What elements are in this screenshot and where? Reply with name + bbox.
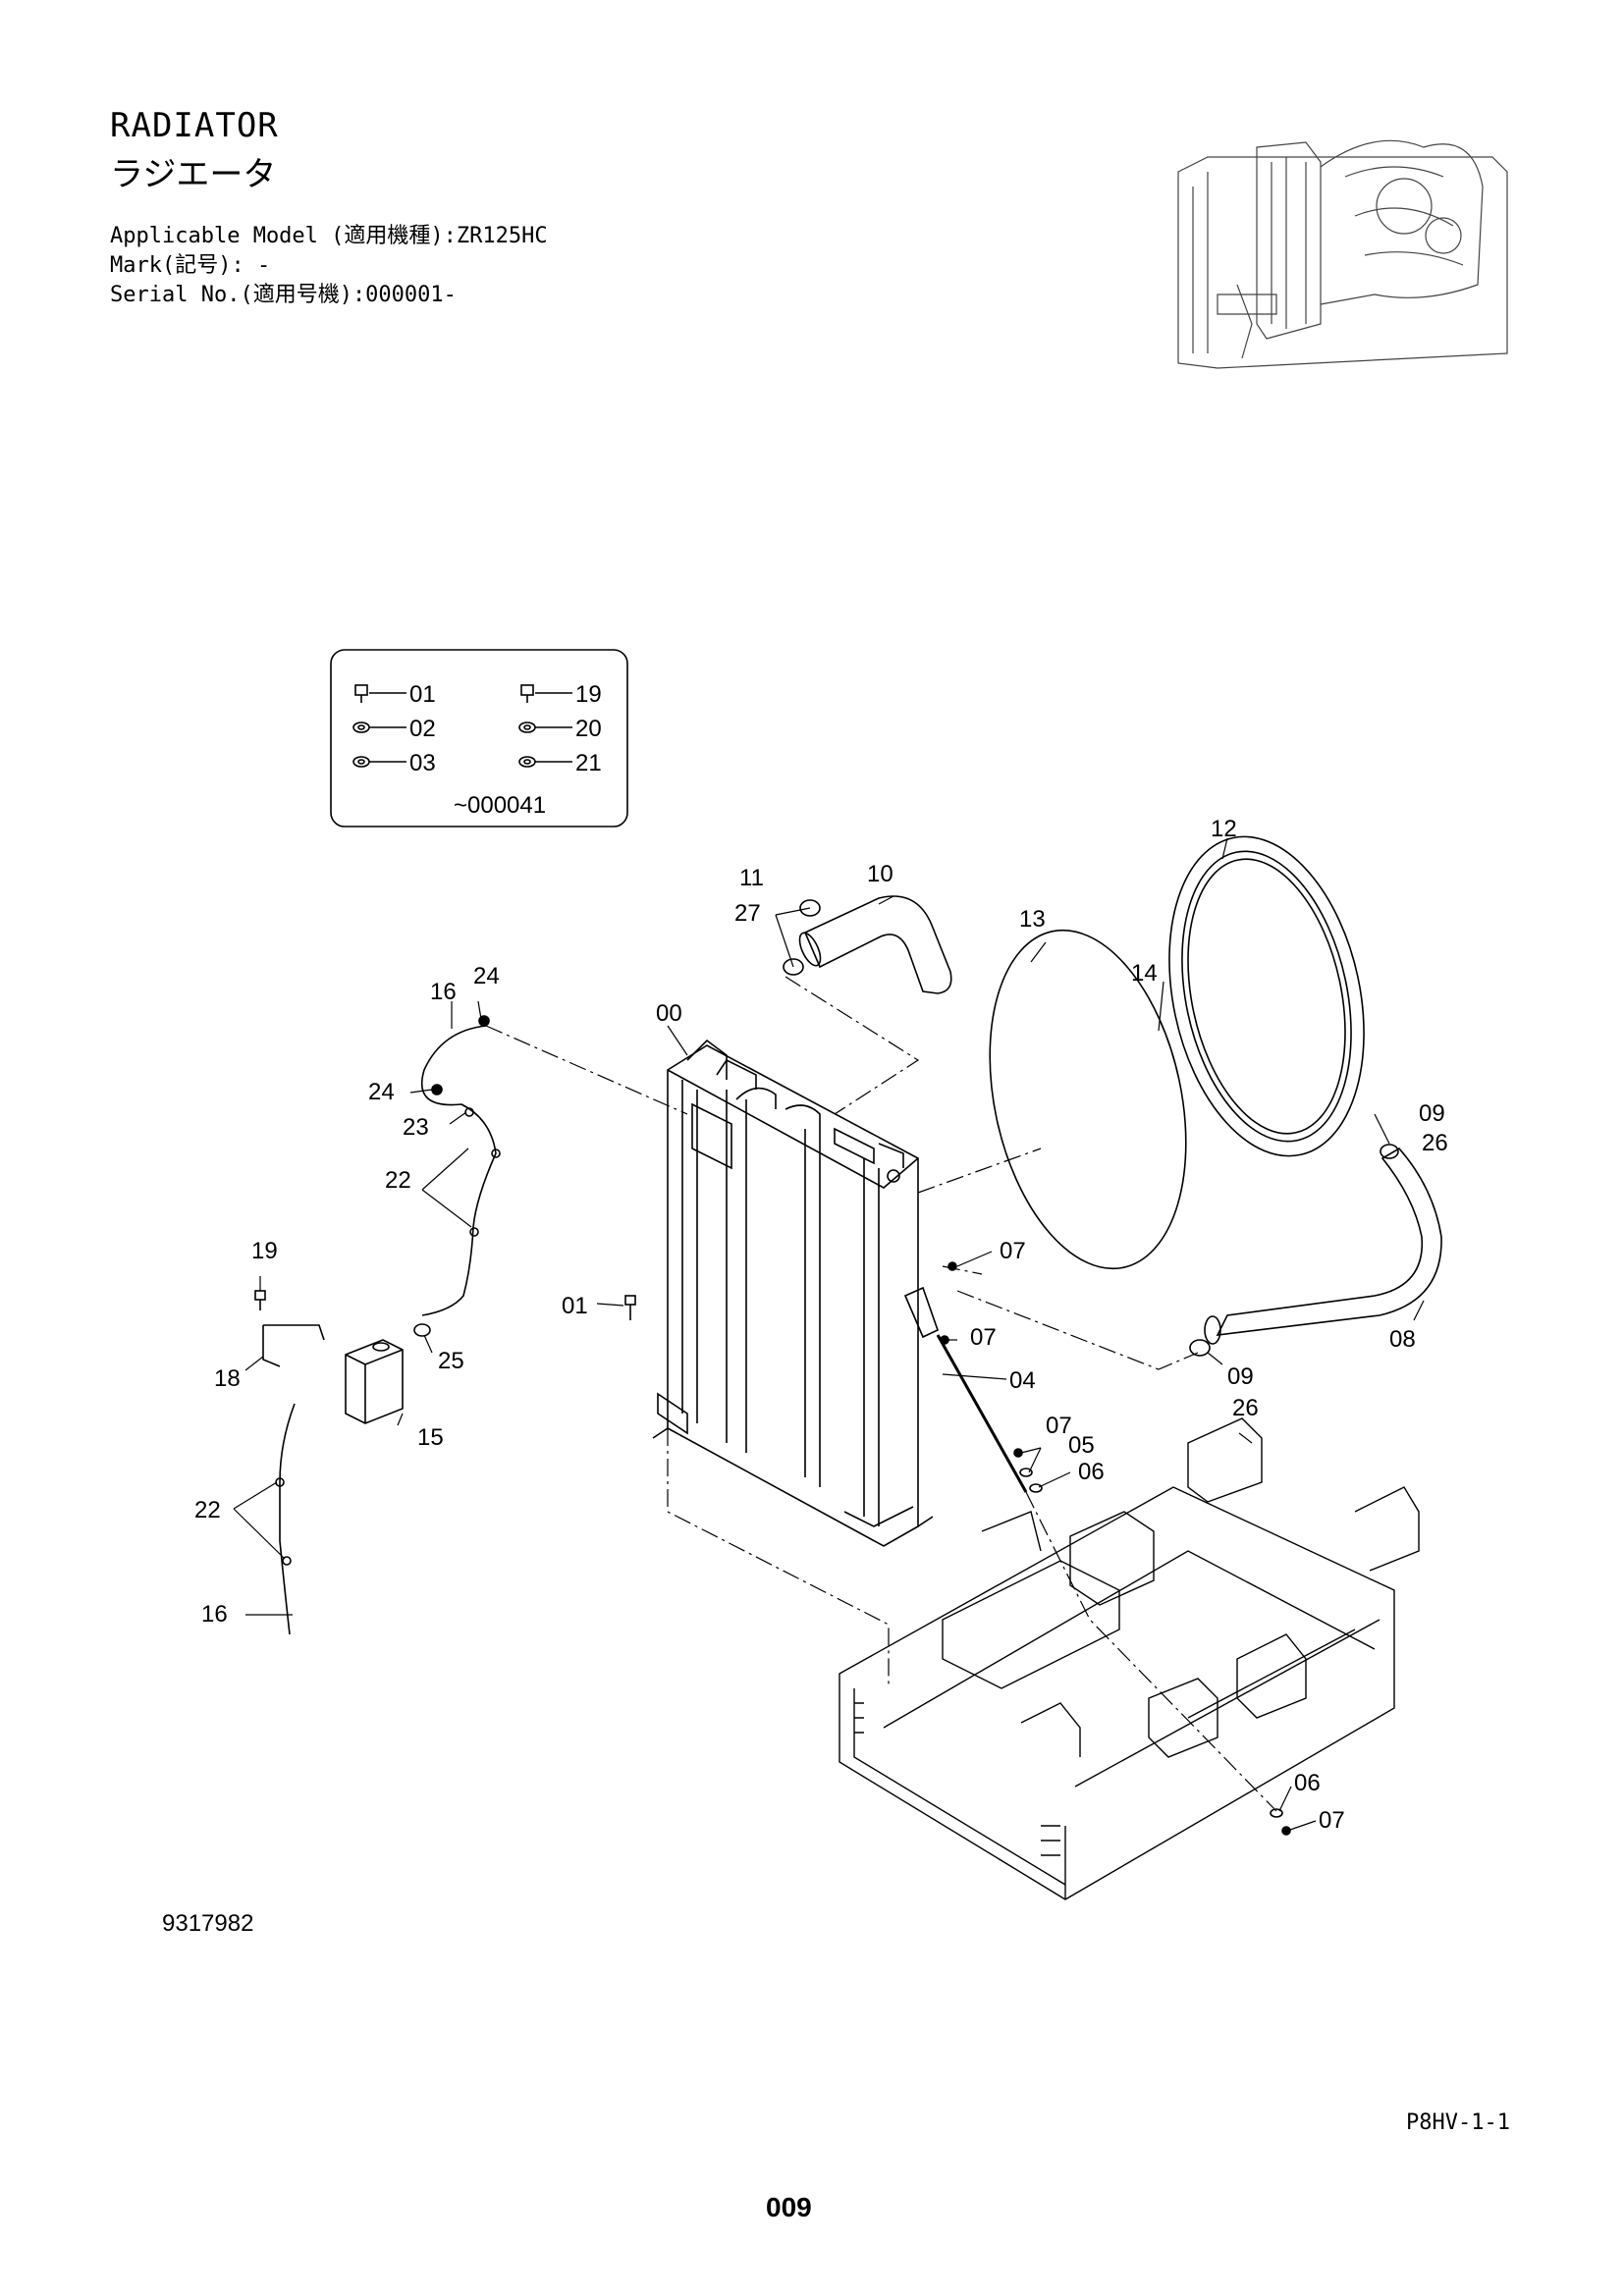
legend-labels: 01 02 03 19 20 21 ~000041: [409, 681, 602, 819]
callout-27: 27: [734, 900, 761, 927]
radiator-core: [652, 1039, 934, 1547]
callout-08: 08: [1389, 1326, 1416, 1353]
callout-07a: 07: [1000, 1238, 1026, 1264]
drawing-number: 9317982: [162, 1910, 254, 1937]
callout-22a: 22: [385, 1167, 411, 1194]
callout-26a: 26: [1422, 1130, 1448, 1156]
page-reference: P8HV-1-1: [1406, 2110, 1510, 2135]
machine-frame: [839, 1417, 1420, 1900]
legend-icons: [352, 684, 572, 768]
callout-18: 18: [214, 1365, 241, 1392]
callout-16b: 16: [201, 1601, 228, 1628]
legend-serial-range: ~000041: [454, 792, 546, 819]
legend-label-20: 20: [575, 716, 602, 742]
overview-thumbnail: [1177, 139, 1508, 369]
part-callouts: 00 01 04 05 06 06 07 07 07 07 08 09 09 1…: [194, 816, 1448, 1834]
fan-shroud: [1168, 835, 1365, 1157]
callout-09b: 09: [1227, 1363, 1254, 1390]
callout-05: 05: [1068, 1432, 1095, 1459]
legend-box: [330, 649, 628, 828]
callout-10: 10: [867, 861, 893, 887]
callout-06a: 06: [1078, 1459, 1105, 1485]
callout-26b: 26: [1232, 1395, 1259, 1421]
stay-rod: [903, 1261, 1291, 1836]
legend-label-03: 03: [409, 750, 436, 776]
legend-label-19: 19: [575, 681, 602, 708]
callout-07d: 07: [1319, 1807, 1345, 1834]
callout-09a: 09: [1419, 1100, 1445, 1127]
callout-12: 12: [1211, 816, 1237, 842]
upper-hose: [783, 895, 952, 994]
callout-01: 01: [562, 1293, 588, 1319]
callout-23: 23: [403, 1114, 429, 1141]
washer-tank: [254, 1290, 431, 1424]
callout-24b: 24: [368, 1079, 395, 1105]
lower-hose: [1189, 1144, 1442, 1357]
callout-14: 14: [1131, 960, 1158, 987]
legend-label-02: 02: [409, 716, 436, 742]
callout-00: 00: [656, 1000, 682, 1027]
callout-13: 13: [1019, 906, 1046, 933]
leader-lines: [233, 837, 1425, 1831]
callout-16a: 16: [430, 979, 457, 1005]
legend-label-21: 21: [575, 750, 602, 776]
callout-19: 19: [251, 1238, 278, 1264]
page-title: RADIATOR: [110, 106, 279, 145]
callout-07c: 07: [1046, 1413, 1072, 1439]
bolt-01: [624, 1295, 636, 1320]
page-number: 009: [766, 2192, 812, 2222]
callout-24a: 24: [473, 963, 500, 989]
callout-06b: 06: [1294, 1770, 1321, 1796]
callout-22b: 22: [194, 1497, 221, 1523]
mark-field: Mark(記号): -: [110, 253, 271, 278]
page-subtitle-jp: ラジエータ: [110, 155, 277, 194]
applicable-model: Applicable Model (適用機種):ZR125HC: [110, 224, 548, 248]
o-ring: [989, 929, 1187, 1270]
assembly-lines: [485, 976, 1277, 1812]
callout-25: 25: [438, 1348, 464, 1374]
serial-number: Serial No.(適用号機):000001-: [110, 283, 457, 307]
callout-11: 11: [739, 865, 764, 891]
callout-04: 04: [1009, 1367, 1036, 1394]
callout-07b: 07: [970, 1324, 997, 1351]
callout-15: 15: [417, 1424, 444, 1451]
legend-label-01: 01: [409, 681, 436, 708]
